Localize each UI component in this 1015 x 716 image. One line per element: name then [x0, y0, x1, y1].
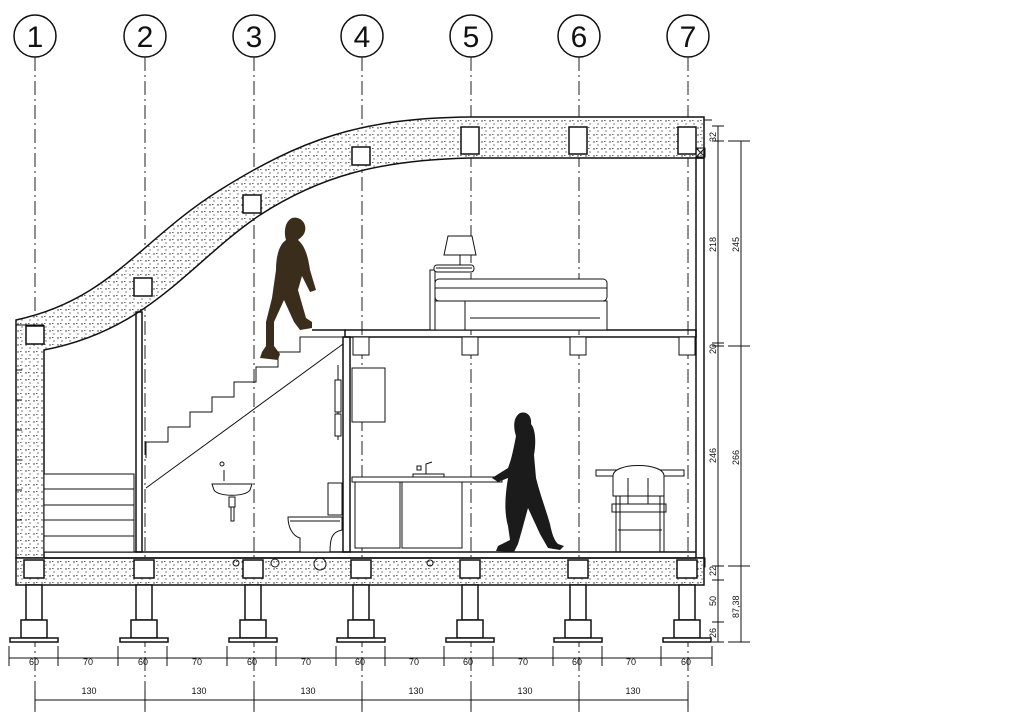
grid-label-4: 4: [354, 21, 371, 54]
bottom-dimensions: 60 70 60 70 60 70 60 70 60 70 60 70 60 1…: [8, 646, 713, 710]
dim-bottom-6: 70: [301, 657, 311, 667]
dining-set: [595, 465, 685, 552]
dim-span-4: 130: [408, 686, 423, 696]
dim-right-floor: 22: [708, 566, 718, 576]
footing-6: [553, 559, 603, 643]
dim-right-footing: 26: [708, 628, 718, 638]
grid-label-3: 3: [246, 21, 263, 54]
right-wall: [695, 157, 705, 559]
dim-bottom-8: 70: [409, 657, 419, 667]
dim-right-roof: 32: [708, 132, 718, 142]
grid-label-7: 7: [680, 21, 697, 54]
footing-3: [228, 559, 278, 643]
lower-steps: [43, 473, 135, 553]
dim-bottom-5: 60: [247, 657, 257, 667]
bedside-lamp: [433, 235, 477, 273]
footing-2: [119, 559, 169, 643]
footing-5: [445, 559, 495, 643]
grid-axis-2: 2: [123, 14, 167, 712]
kitchen-counter: [351, 461, 503, 549]
grid-label-2: 2: [137, 21, 154, 54]
grid-label-5: 5: [463, 21, 480, 54]
toilet: [287, 482, 343, 553]
grid-axis-5: 5: [449, 14, 493, 712]
dim-bottom-11: 60: [572, 657, 582, 667]
dim-right-total-lower: 266: [731, 450, 741, 465]
dim-bottom-12: 70: [626, 657, 636, 667]
dim-right-total-upper: 245: [731, 237, 741, 252]
right-dimensions: 32 218 20 246 22 50 26 245 266 87,38: [708, 125, 750, 643]
roof-beams: [25, 126, 697, 345]
interior-post-2: [135, 311, 143, 553]
wall-cabinet: [351, 367, 386, 423]
dim-bottom-10: 70: [518, 657, 528, 667]
grid-axis-3: 3: [232, 14, 276, 712]
grid-axis-7: 7: [666, 14, 710, 712]
dim-right-upper: 218: [708, 237, 718, 252]
dim-right-lower: 246: [708, 448, 718, 463]
dim-span-5: 130: [517, 686, 532, 696]
dim-bottom-4: 70: [192, 657, 202, 667]
dim-bottom-7: 60: [355, 657, 365, 667]
foundations: [9, 559, 712, 643]
shower: [334, 365, 342, 440]
dim-bottom-3: 60: [138, 657, 148, 667]
grid-label-6: 6: [571, 21, 588, 54]
bed: [429, 269, 608, 331]
mezzanine-slab: [344, 329, 697, 338]
curved-roof-insulation: [15, 116, 705, 559]
dim-span-2: 130: [191, 686, 206, 696]
dim-span-3: 130: [300, 686, 315, 696]
dim-bottom-9: 60: [463, 657, 473, 667]
dim-bottom-1: 60: [29, 657, 39, 667]
dim-span-1: 130: [81, 686, 96, 696]
footing-1: [9, 559, 59, 643]
man-climbing-stairs-silhouette: [260, 217, 316, 360]
dim-right-total-base: 87,38: [731, 595, 741, 618]
dim-span-6: 130: [625, 686, 640, 696]
footing-4: [336, 559, 386, 643]
dim-bottom-13: 60: [681, 657, 691, 667]
grid-label-1: 1: [27, 21, 44, 54]
dim-right-pier: 50: [708, 596, 718, 606]
dim-right-slab: 20: [708, 344, 718, 354]
grid-axis-6: 6: [557, 14, 601, 712]
dim-bottom-2: 70: [83, 657, 93, 667]
woman-walking-silhouette: [492, 412, 564, 552]
staircase: [145, 329, 362, 489]
grid-axis-1: 1: [13, 14, 57, 712]
interior-post-4: [342, 336, 351, 553]
wash-basin: [211, 461, 253, 522]
footing-7: [662, 559, 712, 643]
